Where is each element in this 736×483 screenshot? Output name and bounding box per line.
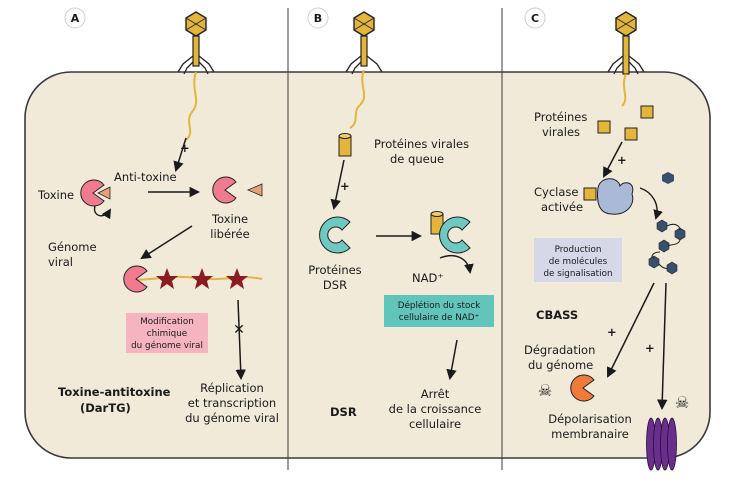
- toxin-pacman-bound: [80, 179, 105, 207]
- label-depolarisation-2: membranaire: [551, 427, 629, 441]
- label-replication-1: Réplication: [200, 381, 264, 395]
- dsr-protein-icon: [319, 216, 351, 254]
- label-proteines-virales-c-1: Protéines: [534, 110, 587, 124]
- label-proteines-dsr-2: DSR: [323, 278, 347, 292]
- label-anti-toxine: Anti-toxine: [114, 170, 177, 184]
- box-depletion-line-2: cellulaire de NAD⁺: [399, 313, 480, 323]
- label-depolarisation-1: Dépolarisation: [548, 412, 632, 426]
- arrow-c-to-depolarisation: [657, 282, 668, 411]
- label-replication-2: et transcription: [188, 396, 276, 410]
- label-toxine-liberee-2: libérée: [210, 227, 249, 241]
- svg-text:B: B: [314, 12, 322, 25]
- autoregulation-loop-arrow: [93, 205, 112, 220]
- label-cyclase-2: activée: [541, 200, 583, 214]
- plus-sign-c-1: +: [617, 153, 627, 167]
- label-arret-2: de la croissance: [389, 402, 482, 416]
- svg-text:C: C: [531, 12, 539, 25]
- arrow-a-dna-to-complex: [173, 137, 187, 173]
- title-dsr: DSR: [330, 405, 357, 419]
- phage-icon-a: [177, 11, 215, 75]
- atp-hexagon: [662, 172, 674, 184]
- skull-icon-1: ☠: [538, 381, 552, 400]
- plus-sign-a: +: [180, 141, 190, 155]
- label-proteines-dsr-1: Protéines: [308, 263, 361, 277]
- bacterial-cell: [24, 71, 711, 459]
- plus-sign-b: +: [340, 179, 350, 193]
- title-cbass: CBASS: [536, 308, 578, 322]
- viral-protein-square-3: [624, 127, 638, 141]
- label-proteines-virales-queue-2: de queue: [390, 152, 444, 166]
- adp-ribosyl-star-1: [156, 268, 178, 289]
- label-arret-1: Arrêt: [421, 387, 450, 401]
- box-production-line-2: de molécules: [549, 256, 608, 267]
- label-proteines-virales-queue-1: Protéines virales: [374, 137, 469, 151]
- arrow-c-proteins-to-cyclase: [603, 141, 623, 178]
- label-toxine: Toxine: [37, 188, 74, 202]
- viral-protein-square-1: [640, 105, 654, 119]
- arrow-a-blocked-replication: [235, 299, 246, 381]
- arrow-a-toxin-to-genome: [140, 225, 193, 260]
- viral-protein-square-2: [597, 120, 611, 134]
- box-modification: [126, 313, 208, 353]
- box-depletion-line-1: Déplétion du stock: [398, 300, 481, 311]
- box-production-line-1: Production: [555, 245, 602, 255]
- svg-text:A: A: [71, 12, 80, 25]
- arrow-b-to-arret: [446, 339, 458, 381]
- title-dartg: (DarTG): [80, 401, 131, 415]
- adp-ribosyl-star-3: [226, 268, 248, 289]
- dsr-activated-icon: [439, 216, 471, 254]
- phage-icon-c: [607, 11, 645, 75]
- plus-sign-c-3: +: [645, 341, 655, 355]
- cyclase-protein-icon: [597, 178, 634, 215]
- label-cyclase-1: Cyclase: [534, 185, 578, 199]
- toxin-pacman-free: [212, 176, 237, 204]
- toxin-on-genome: [123, 265, 148, 293]
- signaling-links: [651, 223, 681, 269]
- membrane-pore-icon: [646, 417, 677, 471]
- label-proteines-virales-c-2: virales: [542, 125, 580, 139]
- label-nad: NAD⁺: [412, 271, 443, 285]
- viral-dna-strand-a: [185, 71, 198, 141]
- label-toxine-liberee-1: Toxine: [211, 212, 248, 226]
- label-replication-3: du génome viral: [185, 411, 279, 425]
- title-toxine-antitoxine: Toxine-antitoxine: [58, 385, 171, 399]
- box-modification-line-2: chimique: [147, 329, 187, 339]
- viral-protein-bound: [583, 187, 597, 201]
- phage-icon-b: [345, 11, 383, 75]
- label-genome-viral-2: viral: [48, 255, 73, 269]
- arrow-b-tail-to-dsr: [330, 159, 345, 211]
- tail-protein-icon: [338, 133, 352, 157]
- arrow-c-cyclase-to-signal: [639, 187, 663, 220]
- viral-dna-strand-c: [621, 73, 627, 107]
- antitoxin-wedge-bound: [97, 186, 111, 200]
- antitoxin-wedge-free: [246, 183, 263, 197]
- label-degradation-2: du génome: [528, 358, 593, 372]
- adp-ribosyl-star-2: [191, 268, 213, 289]
- arrow-b-nad-consumption: [439, 254, 474, 274]
- nuclease-pacman-icon: [570, 374, 595, 402]
- panel-letter-a: A: [64, 7, 86, 29]
- box-modification-line-1: Modification: [140, 317, 194, 327]
- label-degradation-1: Dégradation: [524, 343, 595, 357]
- signaling-molecules-icon: [648, 219, 686, 275]
- box-modification-line-3: du génome viral: [131, 340, 203, 351]
- plus-sign-c-2: +: [607, 325, 617, 339]
- panel-letter-b: B: [307, 7, 329, 29]
- skull-icon-2: ☠: [675, 393, 689, 412]
- arrow-c-to-degradation: [607, 282, 655, 378]
- panel-letter-c: C: [524, 7, 546, 29]
- label-genome-viral-1: Génome: [48, 240, 97, 254]
- viral-dna-strand-b: [349, 69, 366, 129]
- box-production: [534, 238, 622, 282]
- block-mark: ✕: [233, 322, 245, 338]
- box-production-line-3: de signalisation: [543, 269, 612, 279]
- label-arret-3: cellulaire: [409, 417, 461, 431]
- box-depletion-nad: [384, 295, 494, 327]
